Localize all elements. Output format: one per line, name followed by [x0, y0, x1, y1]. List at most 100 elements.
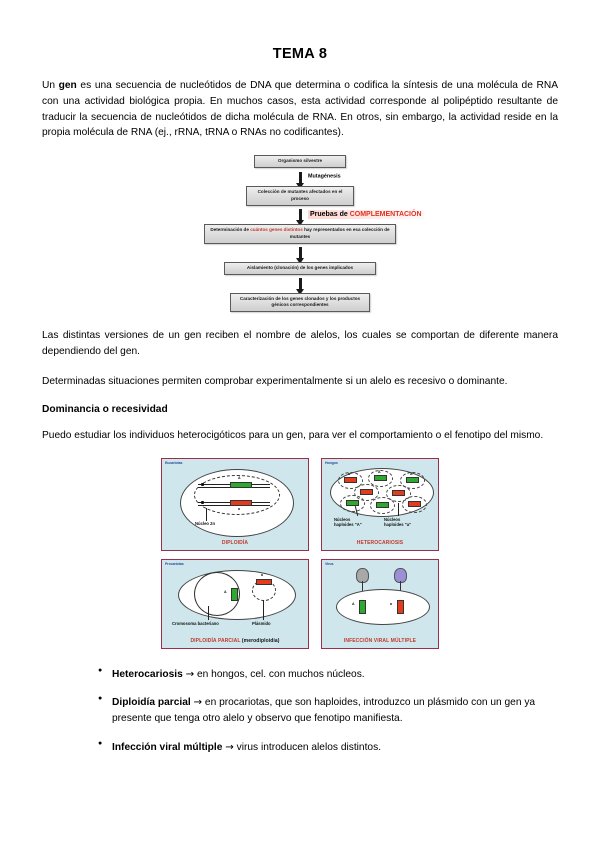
centromere-dot-lower [201, 501, 204, 505]
arrow-right-icon: → [225, 742, 234, 754]
paragraph-situaciones: Determinadas situaciones permiten compro… [42, 376, 508, 387]
label-nucleo-2n: Núcleo 2n [195, 520, 216, 526]
allele-label-A: A [224, 589, 227, 594]
arrow-right-icon: → [193, 697, 203, 709]
gene-allele-A [346, 499, 359, 506]
haploid-nucleus [370, 496, 395, 514]
paragraph-alelos: Las distintas versiones de un gen recibe… [42, 330, 558, 358]
list-item: Infección viral múltiple → virus introdu… [98, 739, 558, 756]
bullet-term: Infección viral múltiple [112, 742, 223, 754]
nucleus-dashed-outline [194, 474, 280, 515]
flowchart-row-4: Aislamiento (clonación) de los genes imp… [181, 261, 419, 275]
caption-heterocariosis: HETEROCARIOSIS [356, 539, 404, 546]
flowchart-row-3: Determinación de cuántos genes distintos… [181, 223, 419, 244]
allele-label-a: a [390, 601, 392, 606]
arrow-right-icon: → [185, 668, 195, 680]
haploid-nucleus [402, 495, 427, 513]
arrow-down-icon [298, 171, 302, 183]
centromere-dot-upper [201, 483, 204, 487]
bacterial-chromosome-ring [194, 571, 240, 616]
label-line-2: haploides "a" [384, 521, 412, 527]
flowchart-row-1: Organismo silvestre [181, 155, 419, 169]
flow-arrow-1: Mutagénesis [181, 168, 419, 186]
flow-box-determinacion: Determinación de cuántos genes distintos… [204, 223, 396, 244]
allele-label-A: A [352, 601, 355, 606]
cell-outline [336, 588, 430, 625]
intro-bold-gen: gen [58, 80, 77, 91]
allele-label-a: a [348, 471, 350, 476]
intro-text-before: Un [42, 80, 59, 91]
gene-allele-A [376, 501, 389, 508]
flow-box-organismo-silvestre: Organismo silvestre [254, 155, 346, 169]
allele-study-bullet-list: Heterocariosis → en hongos, cel. con muc… [42, 666, 558, 756]
haploid-nucleus [386, 484, 411, 502]
caption-diploidia: DIPLOIDÍA [221, 539, 249, 546]
gene-allele-A [406, 476, 419, 483]
determinacion-part-a: Determinación de [210, 226, 251, 232]
list-item: Diploidía parcial → en procariotas, que … [98, 694, 558, 727]
virus-particle-purple [394, 567, 407, 583]
flow-box-caracterizacion: Caracterización de los genes clonados y … [230, 292, 370, 313]
gene-allele-a [392, 489, 405, 496]
flowchart-row-5: Caracterización de los genes clonados y … [181, 292, 419, 313]
haploid-nucleus [400, 471, 425, 489]
flow-arrow-3 [181, 244, 419, 262]
panel-tag-hongos: Hongos [325, 460, 338, 465]
label-line-2: haploides "A" [334, 521, 362, 527]
bullet-text: en procariotas, que son haploides, intro… [112, 697, 536, 725]
panel-diploidia-parcial: Procariotas A a Cromosoma bacteriano Plá… [161, 558, 309, 649]
flow-label-pruebas-complementacion: Pruebas de COMPLEMENTACIÓN [308, 209, 424, 219]
page-title: TEMA 8 [272, 46, 328, 62]
flow-arrow-4 [181, 275, 419, 293]
pruebas-red-text: COMPLEMENTACIÓN [349, 210, 422, 218]
panel-tag-virus: Virus [325, 561, 334, 566]
gene-allele-a [230, 499, 252, 506]
pruebas-plain-text: Pruebas de [310, 210, 350, 218]
leader-line-nucleo [206, 507, 207, 521]
label-cromosoma-bacteriano: Cromosoma bacteriano [172, 620, 219, 626]
flow-arrow-2: Pruebas de COMPLEMENTACIÓN [181, 206, 424, 224]
label-plasmido: Plásmido [252, 620, 271, 626]
gene-allele-A [231, 587, 238, 601]
leader-line-cromosoma [208, 605, 209, 620]
label-line-1: Núcleos [334, 516, 351, 522]
allele-label-A: A [378, 469, 381, 474]
haploid-nucleus [338, 471, 363, 489]
gene-allele-a [256, 578, 272, 585]
allele-study-figure: Eucariotas A a Núcleo 2n DIPLOIDÍA Hongo… [161, 457, 439, 649]
caption-diploidia-parcial: DIPLOIDÍA PARCIAL (merodiploidía) [162, 638, 308, 644]
determinacion-red-part: cuántos genes distintos [250, 226, 303, 232]
gene-allele-a [360, 488, 373, 495]
complementation-flowchart: Organismo silvestre Mutagénesis Colecció… [181, 155, 424, 313]
leader-line-plasmido [263, 599, 264, 620]
flow-box-aislamiento: Aislamiento (clonación) de los genes imp… [224, 261, 376, 275]
leader-line-nucleos-a [398, 502, 399, 516]
caption-red-part: DIPLOIDÍA PARCIAL [190, 637, 241, 644]
panel-tag-eucariotas: Eucariotas [165, 460, 183, 465]
allele-label-A: A [410, 471, 413, 476]
gene-allele-a [397, 599, 404, 614]
paragraph-heterocigoticos: Puedo estudiar los individuos heterocigó… [42, 429, 544, 441]
gene-allele-a [344, 476, 357, 483]
haploid-nucleus [340, 494, 365, 512]
determinacion-part-b: hay representados en esa colección de mu… [289, 226, 390, 239]
flow-label-mutagenesis: Mutagénesis [308, 173, 341, 180]
caption-infeccion-viral: INFECCIÓN VIRAL MÚLTIPLE [343, 637, 417, 644]
list-item: Heterocariosis → en hongos, cel. con muc… [98, 666, 558, 683]
flow-box-coleccion-mutantes: Colección de mutantes afectados en el pr… [246, 186, 354, 206]
panel-tag-procariotas: Procariotas [165, 561, 184, 566]
allele-label-a: a [261, 572, 263, 577]
allele-label-A: A [238, 475, 241, 480]
gene-allele-A [230, 481, 252, 488]
haploid-nucleus [354, 483, 379, 501]
bullet-text: en hongos, cel. con muchos núcleos. [194, 668, 365, 680]
arrow-down-icon [298, 209, 302, 221]
panel-infeccion-viral: Virus A a INFECCIÓN VIRAL MÚLTIPLE [321, 558, 439, 649]
bullet-text: virus introducen alelos distintos. [233, 742, 382, 754]
intro-text-after: es una secuencia de nucleótidos de DNA q… [42, 80, 559, 139]
panel-diploidia: Eucariotas A a Núcleo 2n DIPLOIDÍA [161, 457, 309, 551]
